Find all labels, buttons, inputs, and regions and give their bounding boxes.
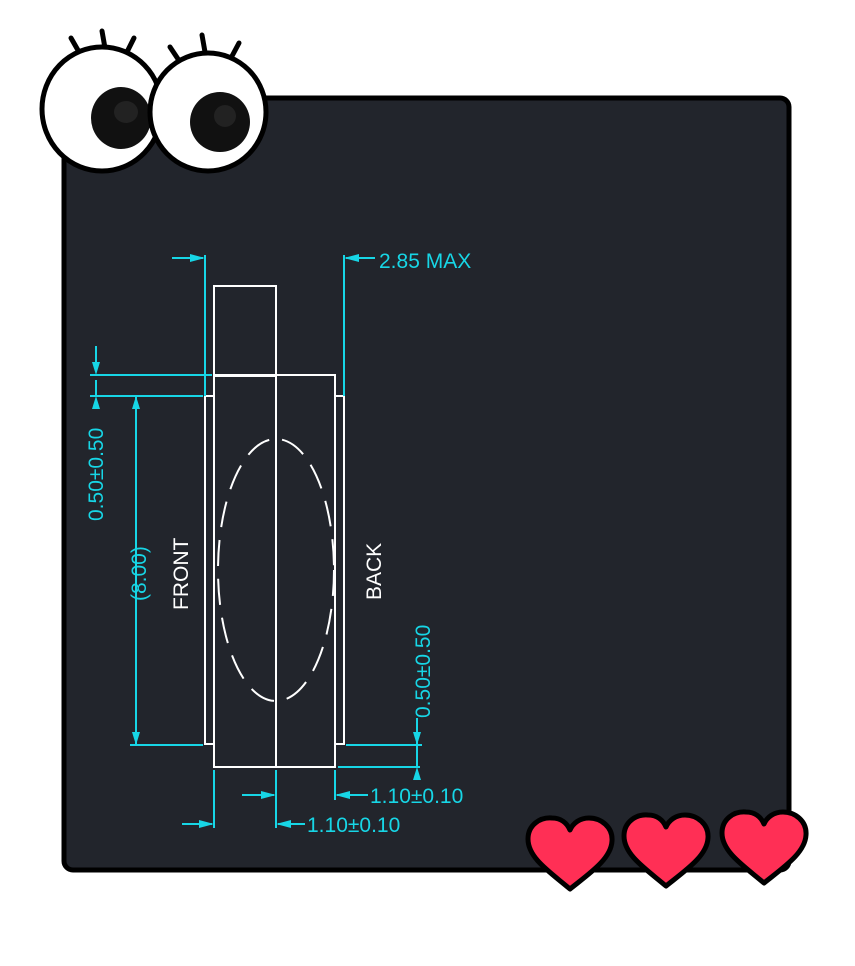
back-thickness-label: 1.10±0.10 <box>370 785 463 808</box>
cartoon-eyes-icon <box>39 28 269 174</box>
heart-icon <box>719 809 809 886</box>
front-thickness-label: 1.10±0.10 <box>307 814 400 837</box>
hearts-decoration <box>525 809 809 892</box>
left-offset-label: 0.50±0.50 <box>85 428 108 521</box>
right-pupil-highlight <box>214 105 236 127</box>
back-label: BACK <box>363 543 386 600</box>
left-pupil-highlight <box>114 101 138 123</box>
right-offset-label: 0.50±0.50 <box>412 625 435 718</box>
dimension-lines <box>90 255 422 828</box>
dimension-arrows <box>92 254 421 828</box>
overall-length-label: (8.00) <box>128 546 151 601</box>
heart-icon <box>621 812 711 889</box>
front-label: FRONT <box>170 538 193 610</box>
component-outline <box>204 285 345 768</box>
top-dimension-label: 2.85 MAX <box>379 250 471 273</box>
heart-icon <box>525 815 615 892</box>
dashed-oval <box>217 438 335 702</box>
drawing-panel <box>61 95 792 873</box>
